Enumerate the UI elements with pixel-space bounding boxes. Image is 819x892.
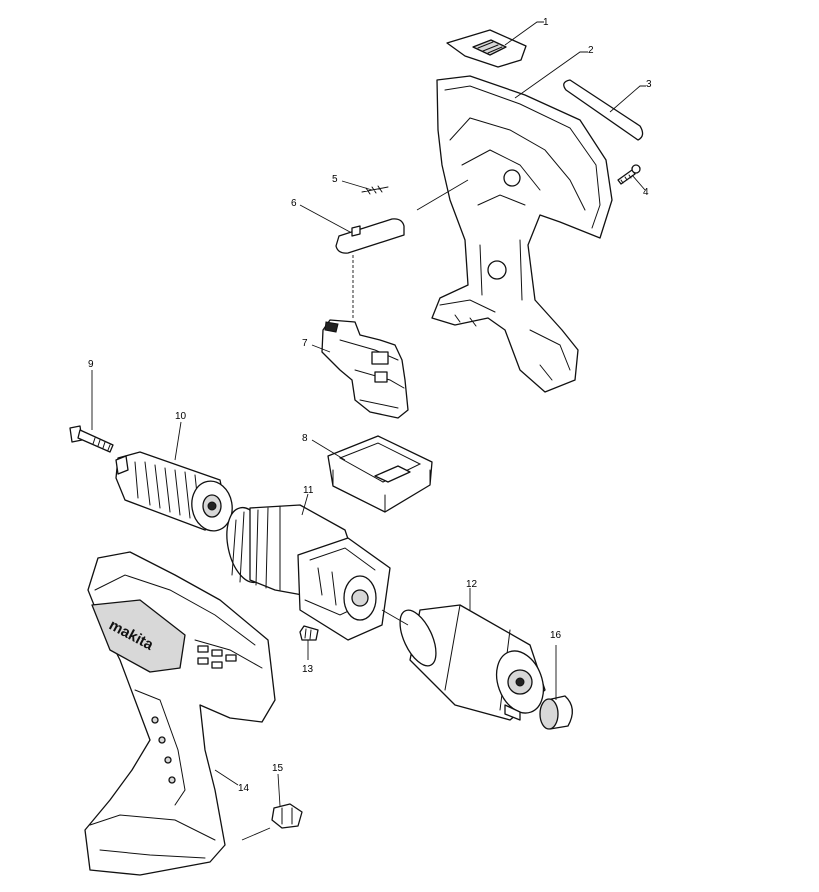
part-11-gear-assembly[interactable] xyxy=(221,504,391,641)
part-15-clip[interactable] xyxy=(271,803,303,829)
part-9-bolt[interactable] xyxy=(69,425,114,453)
callout-3: 3 xyxy=(646,79,652,90)
part-14-housing[interactable]: makita xyxy=(84,551,276,876)
part-10-chuck[interactable] xyxy=(115,451,236,534)
callout-13: 13 xyxy=(302,664,314,675)
callout-1: 1 xyxy=(543,17,549,28)
part-1-switch-lever[interactable] xyxy=(446,29,527,68)
part-4-screw[interactable] xyxy=(617,164,641,185)
part-13-screw[interactable] xyxy=(299,625,319,641)
part-3-label[interactable] xyxy=(563,79,644,141)
callout-14: 14 xyxy=(238,783,250,794)
part-16-cap[interactable] xyxy=(539,695,573,730)
callout-10: 10 xyxy=(175,411,187,422)
part-6-switch-button[interactable] xyxy=(335,218,405,254)
callout-7: 7 xyxy=(302,338,308,349)
callout-2: 2 xyxy=(588,45,594,56)
part-7-switch[interactable] xyxy=(321,319,409,419)
part-2-housing[interactable] xyxy=(431,75,613,393)
callout-6: 6 xyxy=(291,198,297,209)
part-5-spring[interactable] xyxy=(361,185,389,195)
leader-lines xyxy=(91,21,646,841)
callout-9: 9 xyxy=(88,359,94,370)
callout-15: 15 xyxy=(272,763,284,774)
part-8-holder[interactable] xyxy=(327,435,433,513)
callout-4: 4 xyxy=(643,187,649,198)
part-12-motor[interactable] xyxy=(393,604,552,721)
callout-12: 12 xyxy=(466,579,478,590)
callout-8: 8 xyxy=(302,433,308,444)
callout-11: 11 xyxy=(303,485,314,496)
callout-16: 16 xyxy=(550,630,562,641)
callout-5: 5 xyxy=(332,174,338,185)
callout-labels: 1 2 3 4 5 6 7 8 9 10 11 12 13 14 15 16 xyxy=(88,17,652,794)
